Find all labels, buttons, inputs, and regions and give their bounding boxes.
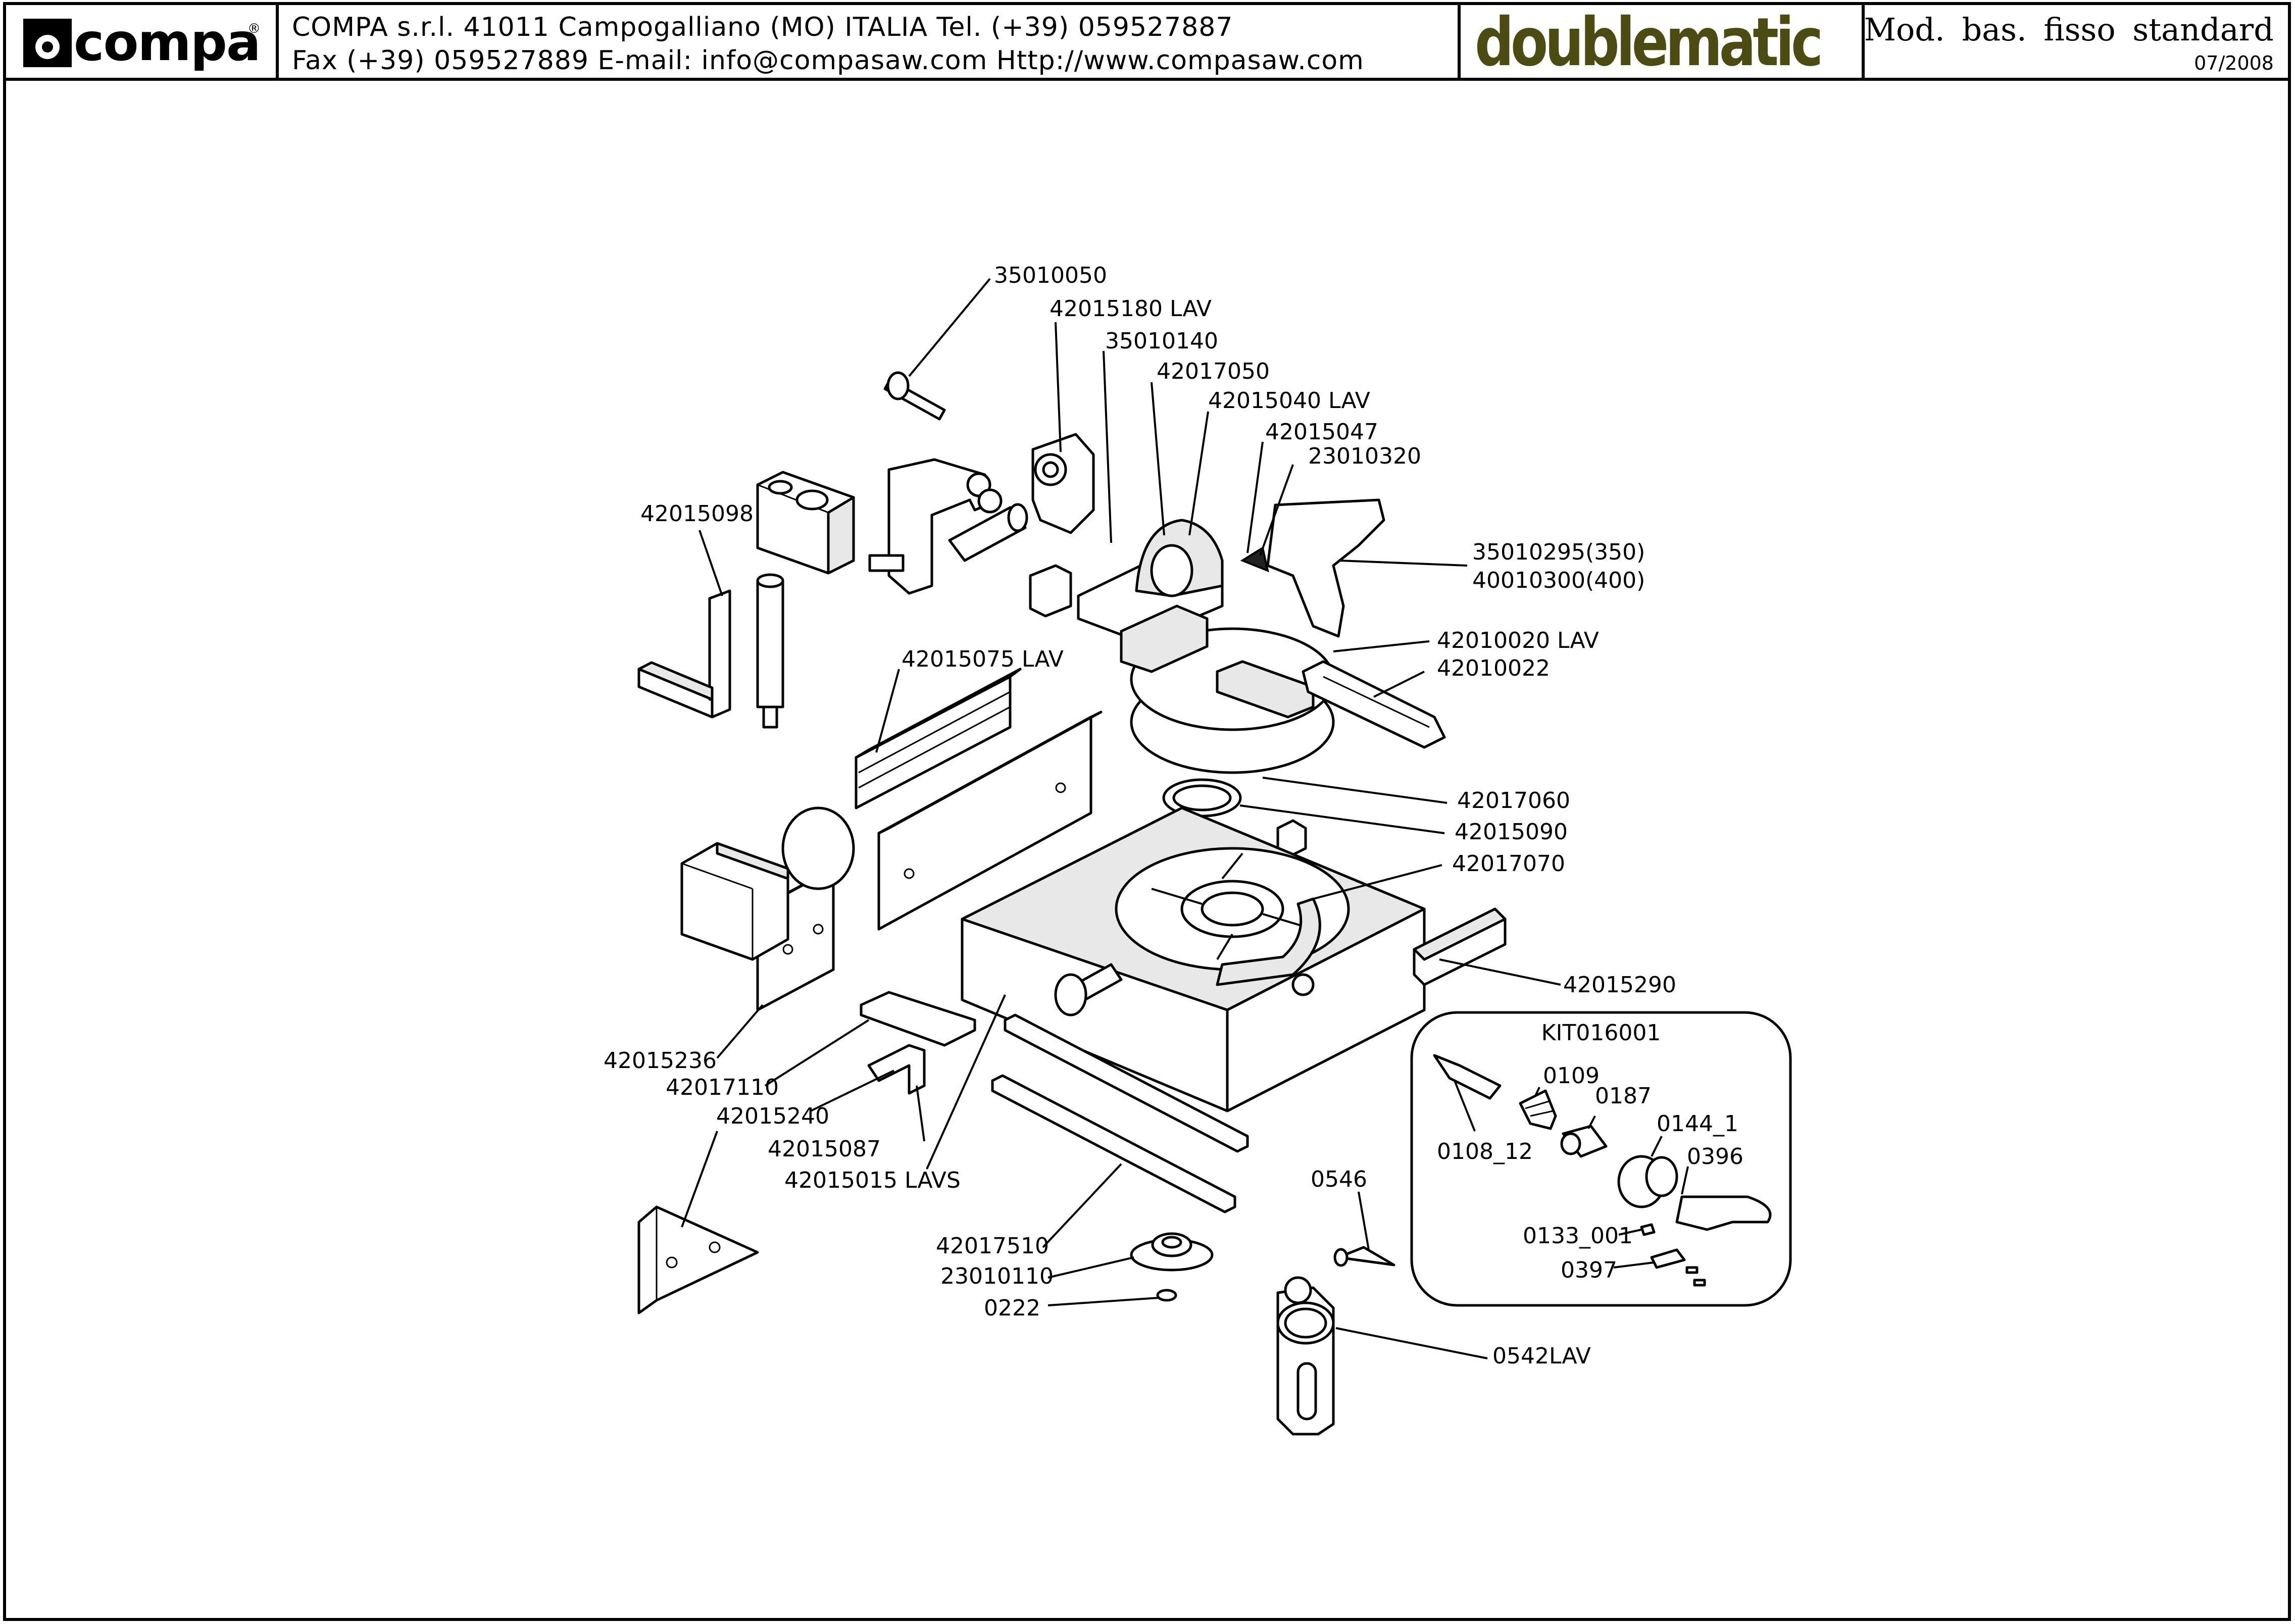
part-shaft	[756, 573, 784, 729]
part-42015180	[868, 458, 1003, 595]
label-35010295: 35010295(350)	[1472, 539, 1645, 565]
brand-cell: doublematic	[1461, 5, 1865, 78]
part-shapes	[637, 371, 1507, 1436]
revision-date: 07/2008	[2194, 52, 2274, 74]
label-0133_001: 0133_001	[1523, 1223, 1633, 1249]
part-0222	[1156, 1289, 1177, 1302]
part-small-clamp	[1029, 564, 1072, 618]
part-42015040	[1031, 433, 1095, 534]
label-40010300: 40010300(400)	[1472, 568, 1645, 593]
kit-box: KIT016001	[1410, 1011, 1792, 1307]
part-42015015-base	[961, 806, 1426, 1112]
kit-part-screw-b	[1693, 1279, 1706, 1287]
part-0542LAV	[1276, 1276, 1335, 1436]
label-42017110: 42017110	[666, 1075, 779, 1100]
logo-cell: compa ®	[6, 5, 279, 78]
part-0546	[1333, 1246, 1395, 1267]
part-42015240	[637, 1205, 759, 1314]
label-42015236: 42015236	[604, 1048, 717, 1074]
company-contacts: Fax (+39) 059527889 E-mail: info@compasa…	[292, 45, 1364, 76]
label-42010020-lav: 42010020 LAV	[1437, 628, 1599, 653]
label-0109: 0109	[1543, 1063, 1600, 1089]
company-address: COMPA s.r.l. 41011 Campogalliano (MO) IT…	[292, 12, 1233, 42]
part-fence-plate-right	[877, 710, 1103, 931]
kit-part-0108_12	[1433, 1054, 1502, 1100]
registered-mark: ®	[247, 21, 261, 36]
title-block: compa ® COMPA s.r.l. 41011 Campogalliano…	[6, 5, 2288, 81]
part-42015075	[855, 668, 1022, 809]
kit-part-0187	[1560, 1125, 1608, 1158]
logo-mark-icon	[23, 19, 72, 67]
model-cell: Mod. bas. fisso standard 07/2008	[1865, 5, 2288, 78]
label-0396: 0396	[1687, 1144, 1743, 1170]
label-42015180-lav: 42015180 LAV	[1050, 296, 1212, 322]
kit-part-0397	[1650, 1248, 1686, 1269]
label-42017070: 42017070	[1452, 851, 1565, 877]
part-cylinder-pin	[948, 503, 1028, 562]
label-0542lav: 0542LAV	[1492, 1343, 1591, 1369]
label-42017050: 42017050	[1157, 359, 1270, 384]
label-35010050: 35010050	[994, 263, 1107, 288]
label-0397: 0397	[1561, 1257, 1617, 1283]
part-35010295	[1266, 498, 1385, 638]
compa-logo: compa	[23, 13, 261, 73]
part-42010020	[1120, 604, 1335, 774]
part-42017510-bar-b	[991, 1074, 1236, 1213]
label-42015075-lav: 42015075 LAV	[902, 646, 1064, 672]
part-42010022	[1302, 660, 1446, 749]
part-42017510-bar-a	[1004, 1013, 1249, 1153]
part-round-clamp	[781, 806, 855, 890]
model-title: Mod. bas. fisso standard	[1865, 11, 2274, 48]
company-info-cell: COMPA s.r.l. 41011 Campogalliano (MO) IT…	[279, 5, 1461, 78]
label-42015087: 42015087	[768, 1136, 881, 1162]
label-42015240: 42015240	[716, 1103, 829, 1129]
kit-title: KIT016001	[1541, 1020, 1661, 1046]
part-42017110	[860, 991, 976, 1047]
label-0222: 0222	[984, 1295, 1040, 1321]
label-42017510: 42017510	[936, 1233, 1049, 1259]
label-42017060: 42017060	[1457, 788, 1570, 814]
part-23010320	[1240, 546, 1269, 573]
label-0187: 0187	[1595, 1083, 1652, 1109]
label-35010140: 35010140	[1105, 328, 1218, 354]
label-23010320: 23010320	[1308, 443, 1421, 469]
part-knob	[1054, 963, 1123, 1017]
kit-part-0109	[1519, 1089, 1557, 1130]
label-0546: 0546	[1311, 1166, 1367, 1192]
part-23010110	[1130, 1232, 1214, 1272]
label-42015098: 42015098	[640, 501, 754, 527]
kit-part-0144_1	[1617, 1155, 1678, 1208]
label-0144_1: 0144_1	[1657, 1111, 1738, 1137]
logo-text: compa	[74, 13, 261, 73]
part-42017060	[1162, 778, 1242, 818]
part-42015098-block	[756, 471, 855, 575]
label-42015090: 42015090	[1455, 819, 1568, 845]
label-0108_12: 0108_12	[1437, 1139, 1533, 1164]
part-42015098-bracket	[637, 589, 731, 719]
brand-logo: doublematic	[1475, 5, 1823, 78]
label-42015290: 42015290	[1563, 972, 1676, 998]
part-vise-block	[680, 842, 789, 961]
part-labels: 35010050 42015180 LAV 35010140 42017050 …	[604, 263, 1743, 1369]
label-42010022: 42010022	[1437, 655, 1550, 681]
kit-part-0396	[1675, 1195, 1772, 1231]
label-42015015-lavs: 42015015 LAVS	[784, 1168, 961, 1193]
leader-lines	[681, 278, 1689, 1359]
label-42015040-lav: 42015040 LAV	[1208, 388, 1370, 414]
kit-part-screw-a	[1685, 1266, 1699, 1274]
part-42015290	[1413, 907, 1507, 986]
kit-part-0133_001	[1640, 1223, 1656, 1236]
label-23010110: 23010110	[940, 1263, 1054, 1289]
drawing-sheet: compa ® COMPA s.r.l. 41011 Campogalliano…	[3, 2, 2291, 1621]
part-35010050	[883, 371, 946, 421]
label-42015047: 42015047	[1265, 419, 1378, 445]
